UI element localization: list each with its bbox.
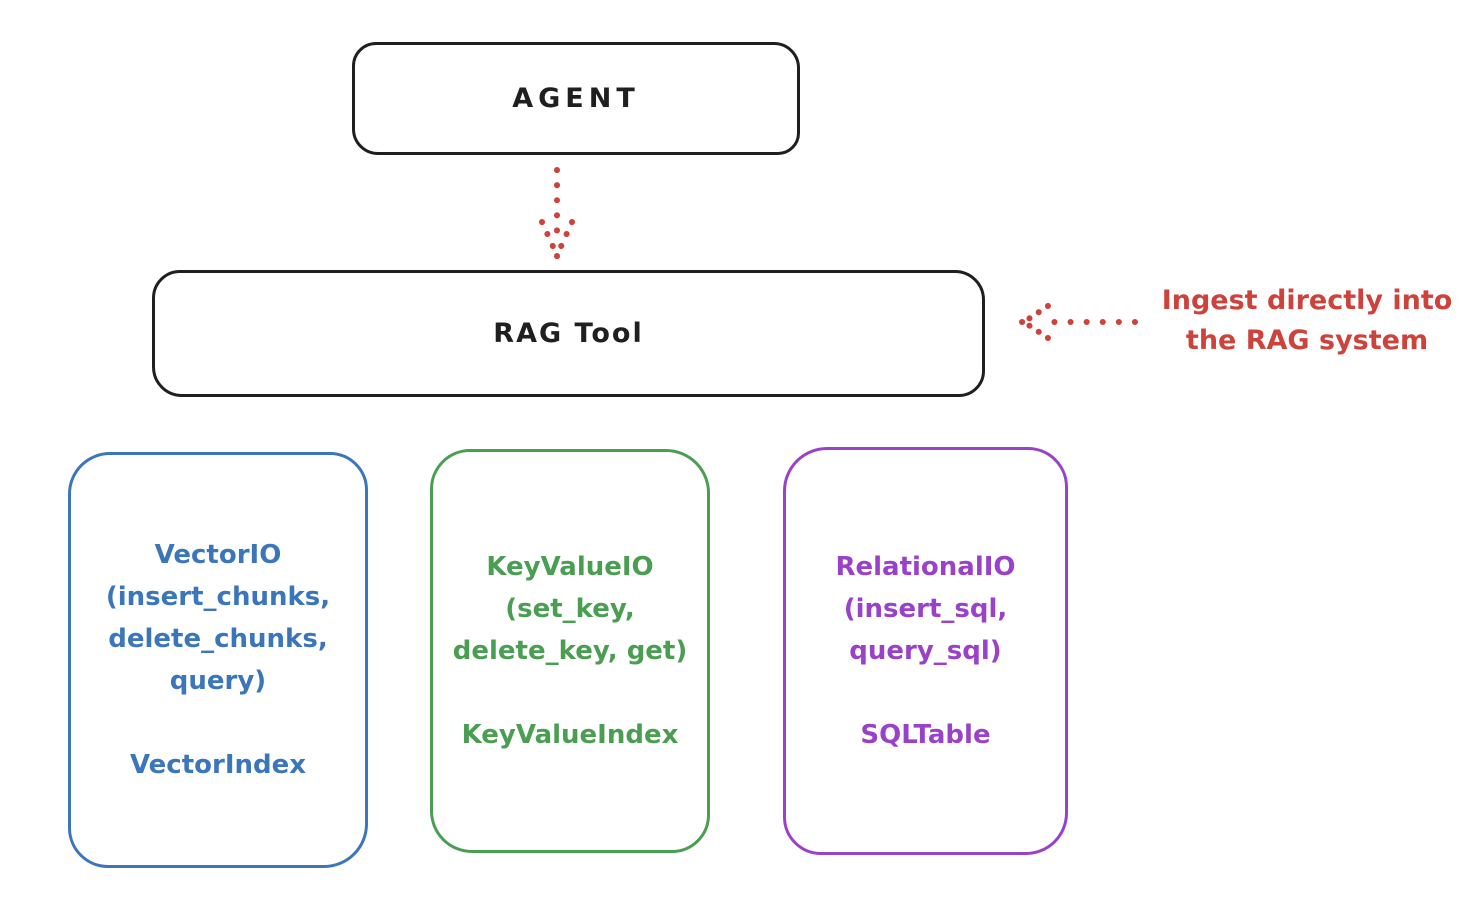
- vector-io-footer: VectorIndex: [129, 750, 307, 780]
- relational-io-line: (insert_sql,: [843, 594, 1008, 624]
- key-value-io-line: KeyValueIO: [486, 552, 654, 582]
- vector-io-line: query): [169, 666, 267, 696]
- key-value-io-box: KeyValueIO (set_key, delete_key, get) Ke…: [430, 449, 710, 853]
- agent-box: AGENT: [352, 42, 800, 155]
- rag-tool-box: RAG Tool: [152, 270, 985, 397]
- key-value-io-line: (set_key,: [505, 594, 635, 624]
- relational-io-line: query_sql): [849, 636, 1002, 666]
- rag-tool-label: RAG Tool: [493, 318, 644, 349]
- annotation-to-ragtool-arrow: [1019, 303, 1138, 341]
- ingest-annotation: Ingest directly into the RAG system: [1140, 281, 1474, 361]
- vector-io-box: VectorIO (insert_chunks, delete_chunks, …: [68, 452, 368, 868]
- relational-io-line: RelationalIO: [835, 552, 1016, 582]
- vector-io-line: delete_chunks,: [108, 624, 328, 654]
- vector-io-line: VectorIO: [154, 540, 282, 570]
- agent-to-ragtool-arrow: [539, 167, 575, 260]
- ingest-annotation-line2: the RAG system: [1185, 325, 1429, 356]
- agent-label: AGENT: [512, 83, 640, 114]
- ingest-annotation-line1: Ingest directly into: [1161, 285, 1453, 316]
- key-value-io-line: delete_key, get): [452, 636, 688, 666]
- key-value-io-footer: KeyValueIndex: [461, 720, 679, 750]
- relational-io-footer: SQLTable: [860, 720, 991, 750]
- relational-io-box: RelationalIO (insert_sql, query_sql) SQL…: [783, 447, 1068, 855]
- vector-io-line: (insert_chunks,: [105, 582, 331, 612]
